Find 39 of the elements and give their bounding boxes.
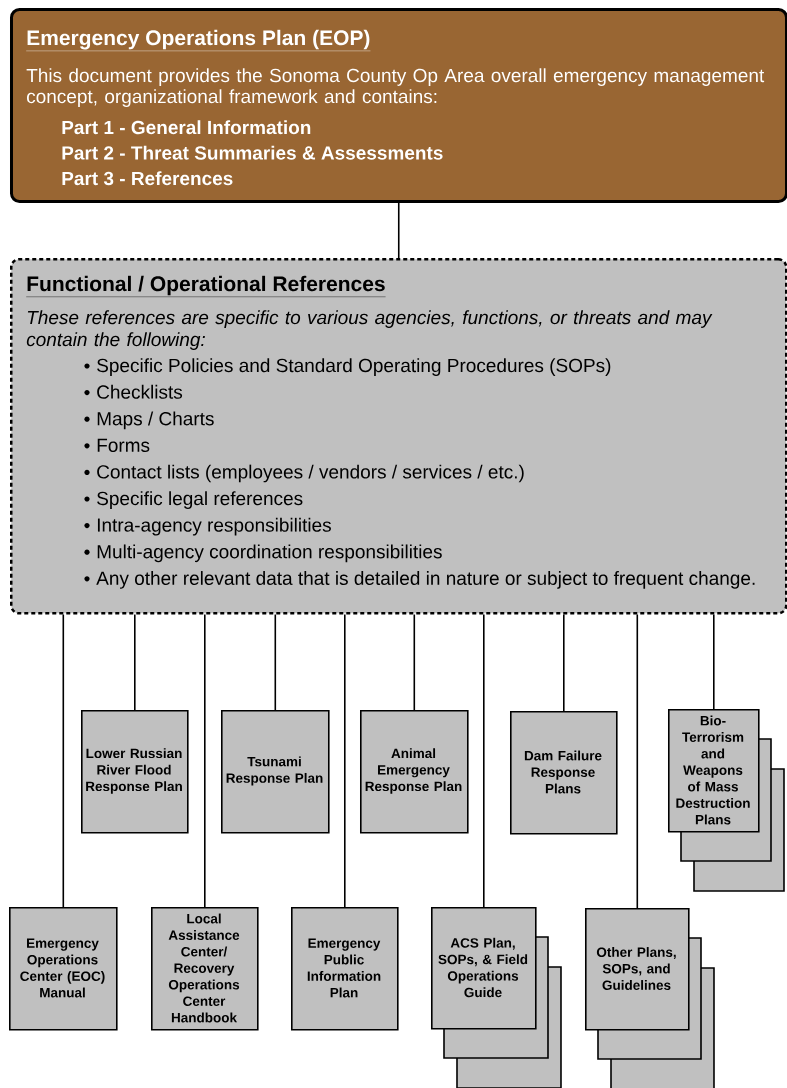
plan-box: ACS Plan, SOPs, & Field Operations Guide	[431, 907, 562, 1088]
connector-line	[483, 613, 485, 908]
bullet-item: Maps / Charts	[97, 411, 214, 430]
connector-line	[344, 613, 346, 908]
heading: Functional / Operational References	[26, 275, 386, 297]
references-panel	[10, 258, 787, 615]
plan-box: Other Plans, SOPs, and Guidelines	[585, 908, 715, 1088]
bullet-item: Forms	[97, 438, 150, 452]
connector-line	[274, 613, 277, 711]
plan-box: Lower Russian River Flood Response Plan	[81, 710, 189, 834]
plan-box: Local Assistance Center/ Recovery Operations Center Handbook	[151, 907, 259, 1031]
plan-box: Tsunami Response Plan	[221, 710, 330, 834]
heading: Emergency Operations Plan (EOP)	[26, 29, 371, 52]
connector-line	[397, 202, 400, 259]
connector-line	[636, 613, 639, 909]
bullet-item: Any other relevant data that is detailed in nature or subject to frequent change.	[96, 571, 755, 589]
plan-box: Bio-Terrorism and Weapons of Mass Destruction Plans	[668, 709, 785, 892]
bullet-item: Checklists	[97, 384, 183, 399]
part-item: Part 3 - References	[62, 171, 233, 186]
bullet-item: Multi-agency coordination responsibilities	[97, 544, 442, 563]
plan-box: Emergency Operations Center (EOC) Manual	[9, 907, 118, 1031]
bullet-item: Specific legal references	[97, 491, 303, 509]
connector-line	[134, 613, 136, 711]
description: These references are specific to various agencies, functions, or threats and may contain the following:	[26, 310, 713, 350]
plan-box: Emergency Public Information Plan	[291, 907, 399, 1031]
bullet-item: Specific Policies and Standard Operating Procedures (SOPs)	[97, 358, 611, 376]
connector-line	[62, 613, 65, 908]
part-item: Part 2 - Threat Summaries & Assessments	[62, 145, 443, 160]
connector-line	[413, 613, 416, 711]
connector-line	[563, 613, 565, 712]
connector-line	[204, 613, 206, 908]
part-item: Part 1 - General Information	[62, 120, 311, 135]
bullet-item: Contact lists (employees / vendors / services / etc.)	[97, 464, 524, 483]
plan-box: Animal Emergency Response Plan	[360, 710, 469, 834]
bullet-item: Intra-agency responsibilities	[97, 517, 331, 536]
plan-box: Dam Failure Response Plans	[510, 711, 618, 835]
plan-box	[10, 8, 787, 203]
description: This document provides the Sonoma County Op Area overall emergency management concept, organizational framework and contains:	[26, 68, 765, 107]
connector-line	[713, 613, 715, 710]
